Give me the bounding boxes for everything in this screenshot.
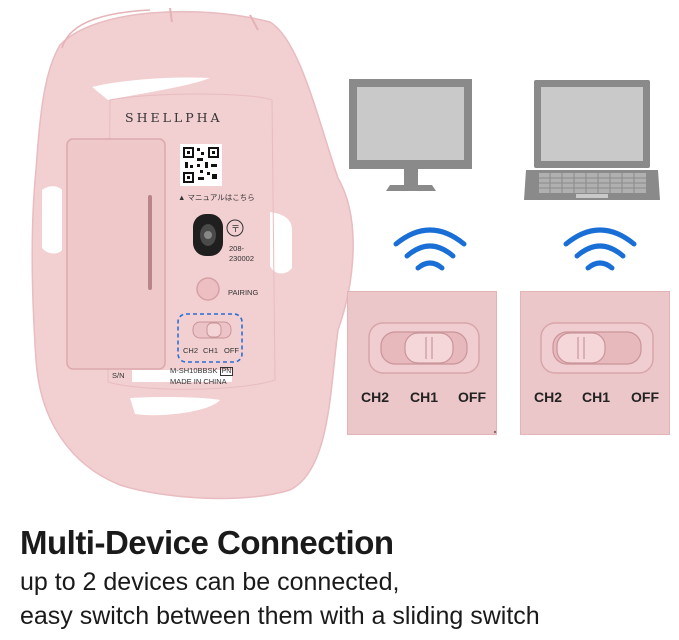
- wifi-signal-icon: [393, 227, 467, 271]
- certification-mark-icon: [226, 219, 244, 237]
- mouse-body: [31, 10, 354, 500]
- switch-label-off: OFF: [224, 346, 239, 355]
- svg-text:〒: 〒: [231, 225, 240, 235]
- subline-1: up to 2 devices can be connected,: [20, 568, 400, 596]
- switch-label-ch1: CH1: [203, 346, 219, 355]
- qr-code: [180, 144, 222, 186]
- laptop-icon: [524, 80, 660, 200]
- pairing-button: [196, 277, 220, 301]
- subline-2: easy switch between them with a sliding …: [20, 602, 540, 630]
- panel1-label-ch1: CH1: [410, 389, 439, 405]
- certification-code: 208- 230002: [229, 244, 255, 263]
- switch-highlight-box: [177, 313, 243, 363]
- battery-cover: [66, 138, 166, 370]
- panel2-label-ch1: CH1: [582, 389, 611, 405]
- model-number: M-SH10BBSK PN: [170, 366, 234, 376]
- switch-label-ch2: CH2: [183, 346, 199, 355]
- devices-illustration: [349, 79, 660, 200]
- manual-note: ▲ マニュアルはこちら: [178, 193, 255, 202]
- made-in-label: MADE IN CHINA: [170, 377, 227, 386]
- channel-switch-closeup-1: [347, 291, 497, 435]
- headline: Multi-Device Connection: [20, 524, 394, 561]
- panel1-label-ch2: CH2: [361, 389, 390, 405]
- desktop-monitor-icon: [349, 79, 472, 191]
- panel1-label-off: OFF: [458, 389, 486, 405]
- panel2-label-ch2: CH2: [534, 389, 563, 405]
- channel-switch-closeup-2: [520, 291, 670, 435]
- serial-number-label: S/N: [112, 371, 125, 380]
- brand-label: SHELLPHA: [125, 110, 223, 125]
- wifi-signal-icon: [563, 227, 637, 271]
- panel2-label-off: OFF: [631, 389, 659, 405]
- pairing-label: PAIRING: [228, 288, 259, 297]
